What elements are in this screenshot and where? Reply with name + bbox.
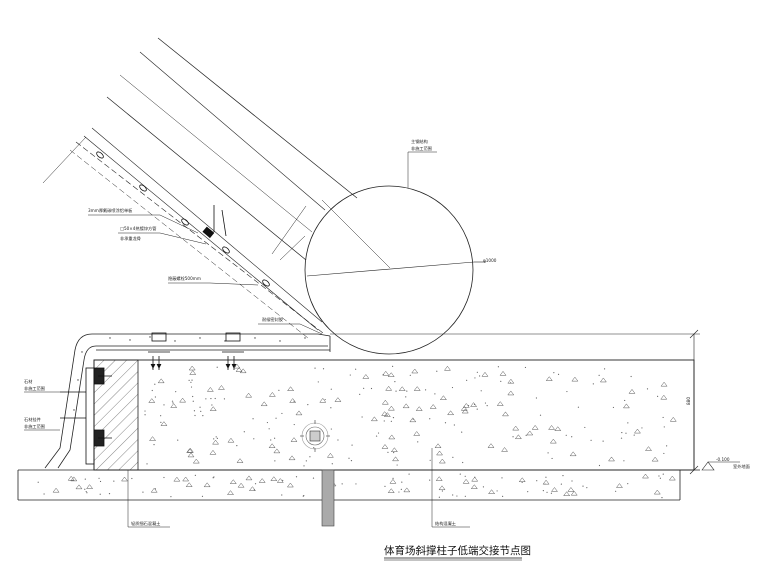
square-tube-note: 非承重龙骨 <box>120 235 141 242</box>
bolt-markers <box>96 151 270 287</box>
sealant-label: 耐候密封胶 <box>262 316 283 323</box>
stone-label: 石材 <box>24 378 32 385</box>
elevation-marker <box>701 461 740 471</box>
structural-concrete-label: 结构混凝土 <box>435 520 456 527</box>
stone-cladding <box>60 367 112 465</box>
main-steel-note: 非施工范围 <box>411 145 432 152</box>
stone-hang-note: 非施工范围 <box>24 423 45 430</box>
ground-slab <box>17 469 700 501</box>
outdoor-ground-text: 室外地面 <box>733 463 750 470</box>
elevation-text: -0.100 <box>716 457 730 462</box>
height-dimension <box>330 329 700 475</box>
bolt-spacing-label: 隐蔽螺栓500mm <box>168 275 201 282</box>
aggregate-texture <box>37 363 677 499</box>
stone-note: 非施工范围 <box>24 385 45 392</box>
anchor-brackets <box>148 332 244 370</box>
base-cap-dots <box>73 336 306 411</box>
stone-hang-label: 石材挂件 <box>24 416 41 423</box>
detail-callout <box>304 151 486 355</box>
main-steel-label: 主钢结构 <box>411 138 428 145</box>
drawing-title: 体育场斜撑柱子低端交接节点图 <box>384 544 531 557</box>
radius-dim: φ1000 <box>483 258 497 263</box>
inclined-column <box>42 37 358 339</box>
side-leaders <box>24 391 60 431</box>
base-cap <box>44 333 331 469</box>
square-tube-label: □50×4热镀锌方管 <box>120 225 156 232</box>
column-center-symbol <box>300 420 330 452</box>
height-dim-text: 880 <box>686 397 691 405</box>
leader-lines <box>88 214 323 335</box>
foundation-pile <box>321 469 335 527</box>
bottom-leaders <box>127 448 470 528</box>
light-concrete-label: 轻质细石混凝土 <box>131 520 160 527</box>
panel-label: 3mm厚氟碳喷涂铝单板 <box>88 207 133 214</box>
